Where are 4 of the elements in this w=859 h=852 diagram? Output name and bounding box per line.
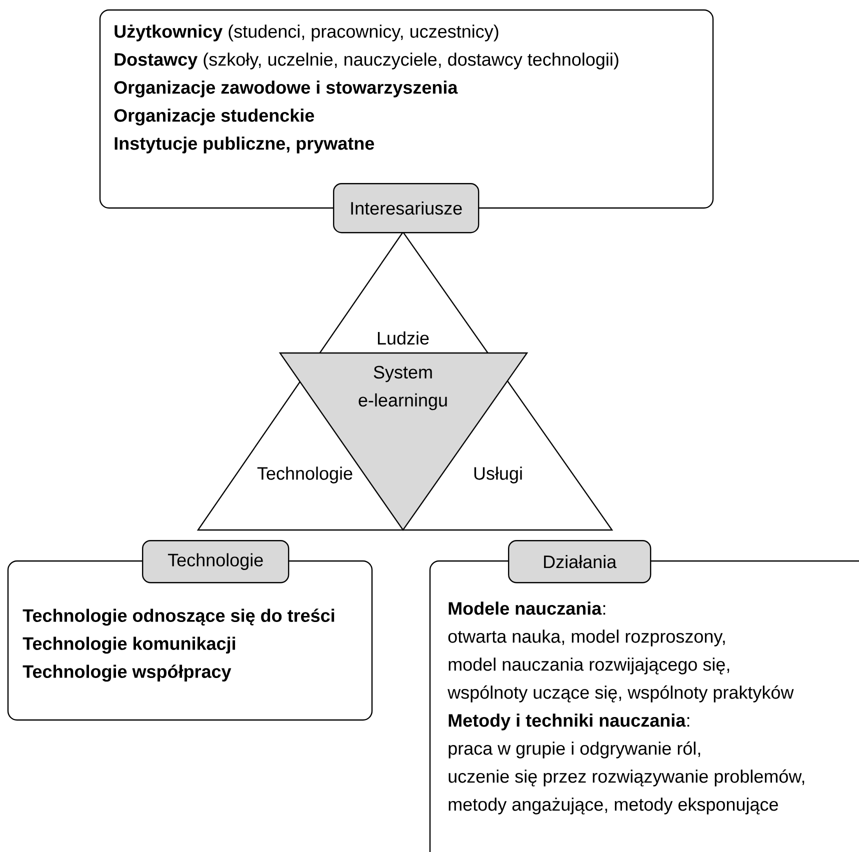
tab-label: Działania [508,540,652,584]
tab-label: Interesariusze [333,183,480,234]
tab-label: Technologie [142,540,290,584]
node-label: Usługi [474,466,522,484]
